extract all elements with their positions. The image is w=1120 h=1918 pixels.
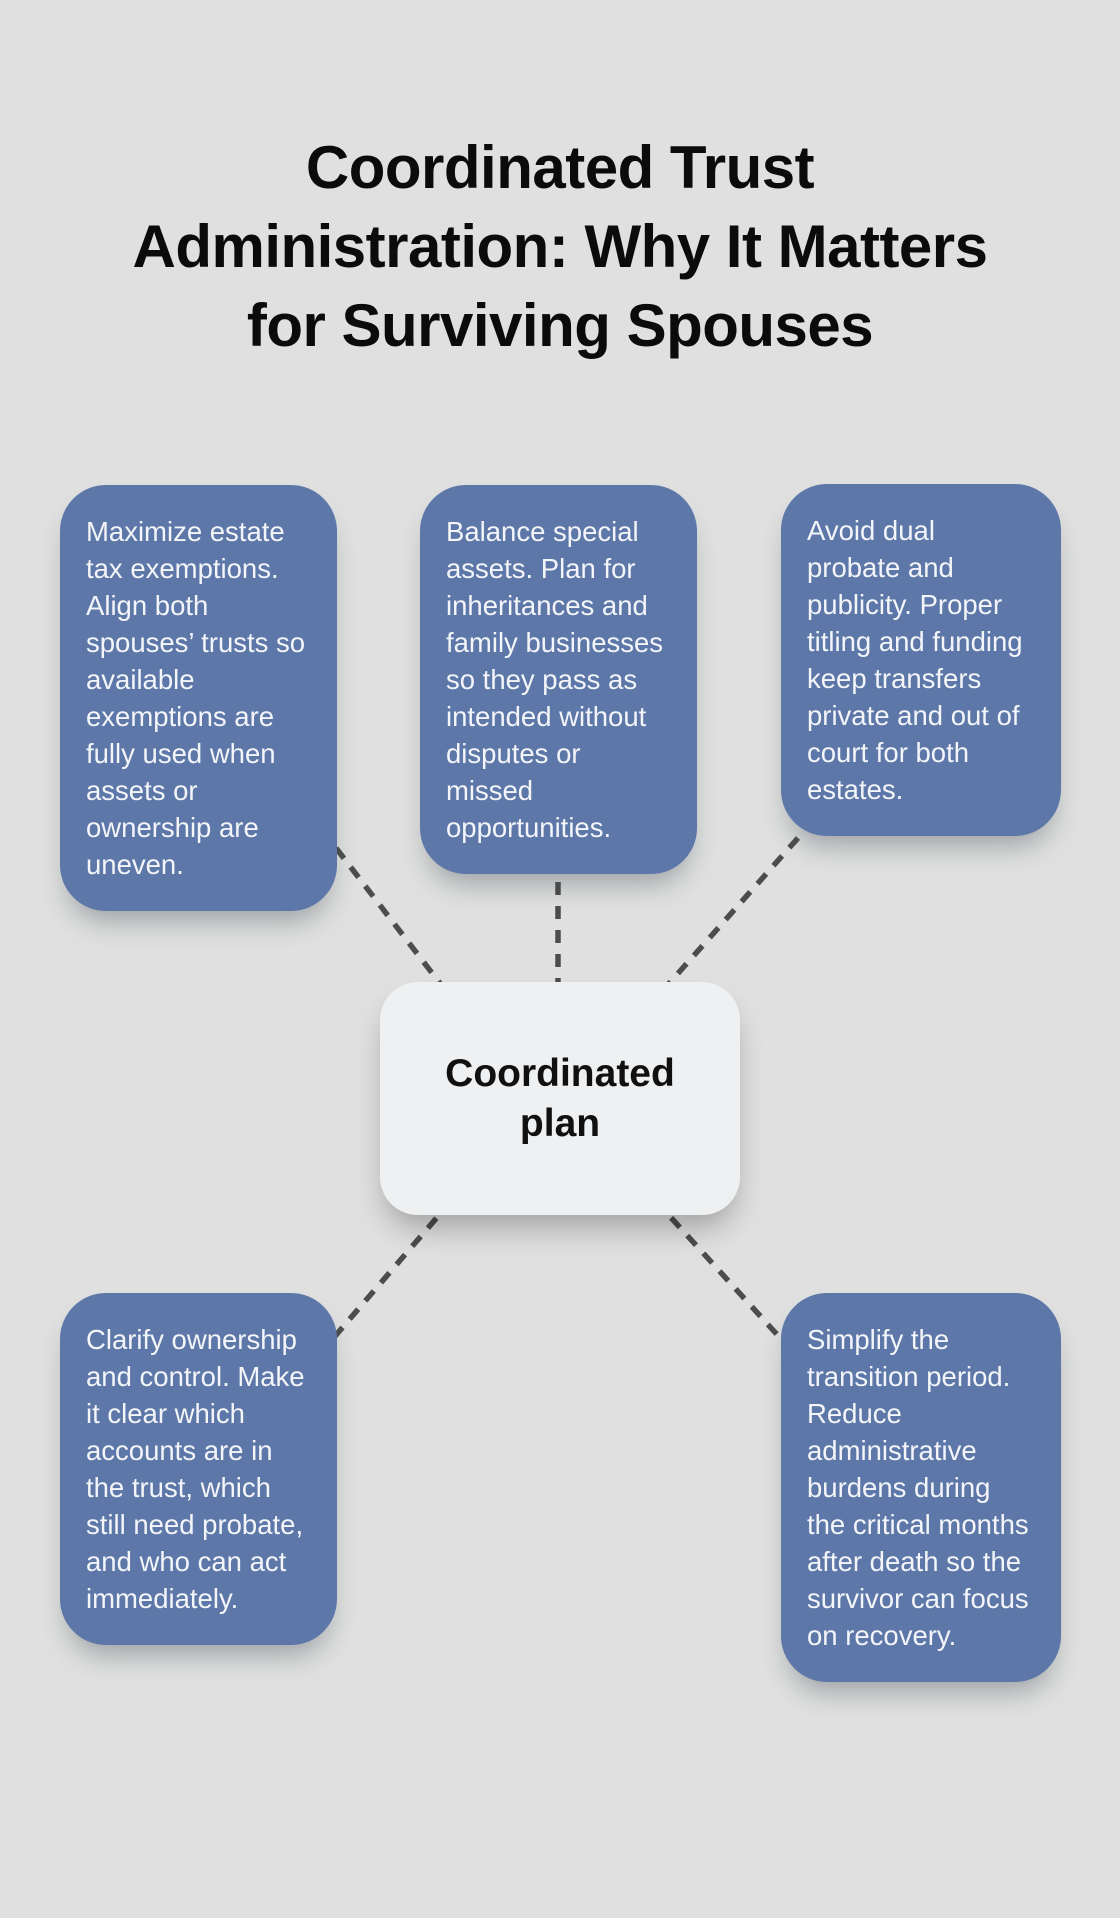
- node-clarify-ownership-and-control: Clarify ownership and control. Make it c…: [60, 1293, 337, 1645]
- node-simplify-transition-period: Simplify the transition period. Reduce a…: [781, 1293, 1061, 1682]
- page-title: Coordinated Trust Administration: Why It…: [0, 128, 1120, 365]
- node-coordinated-plan-center: Coordinated plan: [380, 982, 740, 1215]
- node-maximize-estate-tax-exemptions: Maximize estate tax exemptions. Align bo…: [60, 485, 337, 911]
- node-text: Maximize estate tax exemptions. Align bo…: [86, 516, 306, 880]
- node-text: Clarify ownership and control. Make it c…: [86, 1324, 305, 1614]
- page-title-line-2: Administration: Why It Matters: [132, 213, 988, 281]
- node-text: Balance special assets. Plan for inherit…: [446, 516, 664, 843]
- node-avoid-dual-probate: Avoid dual probate and publicity. Proper…: [781, 484, 1061, 836]
- center-node-label: Coordinated plan: [445, 1051, 675, 1145]
- page-title-line-3: for Surviving Spouses: [246, 292, 874, 360]
- page-title-line-1: Coordinated Trust: [305, 134, 815, 202]
- connector-bottom-left: [327, 1198, 455, 1344]
- node-balance-special-assets: Balance special assets. Plan for inherit…: [420, 485, 697, 874]
- connector-bottom-right: [652, 1198, 805, 1364]
- node-text: Avoid dual probate and publicity. Proper…: [807, 515, 1023, 805]
- node-text: Simplify the transition period. Reduce a…: [807, 1324, 1029, 1651]
